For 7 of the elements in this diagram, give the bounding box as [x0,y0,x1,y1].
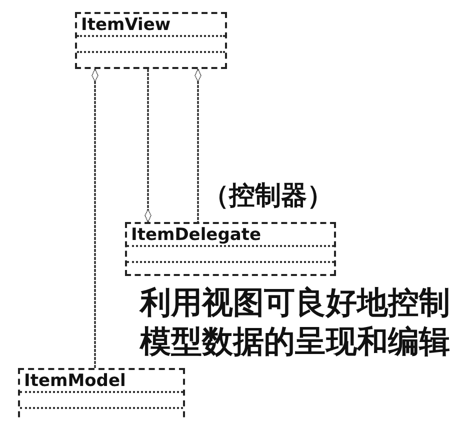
aggregation-line [92,68,98,368]
stereotype-label: （控制器） [203,180,333,213]
class-box: ItemDelegate [125,222,336,276]
note-text: 利用视图可良好地控制模型数据的呈现和编辑 [140,284,451,362]
aggregation-line [194,68,202,222]
class-box: ItemView [75,12,227,69]
aggregation-line [144,69,152,222]
